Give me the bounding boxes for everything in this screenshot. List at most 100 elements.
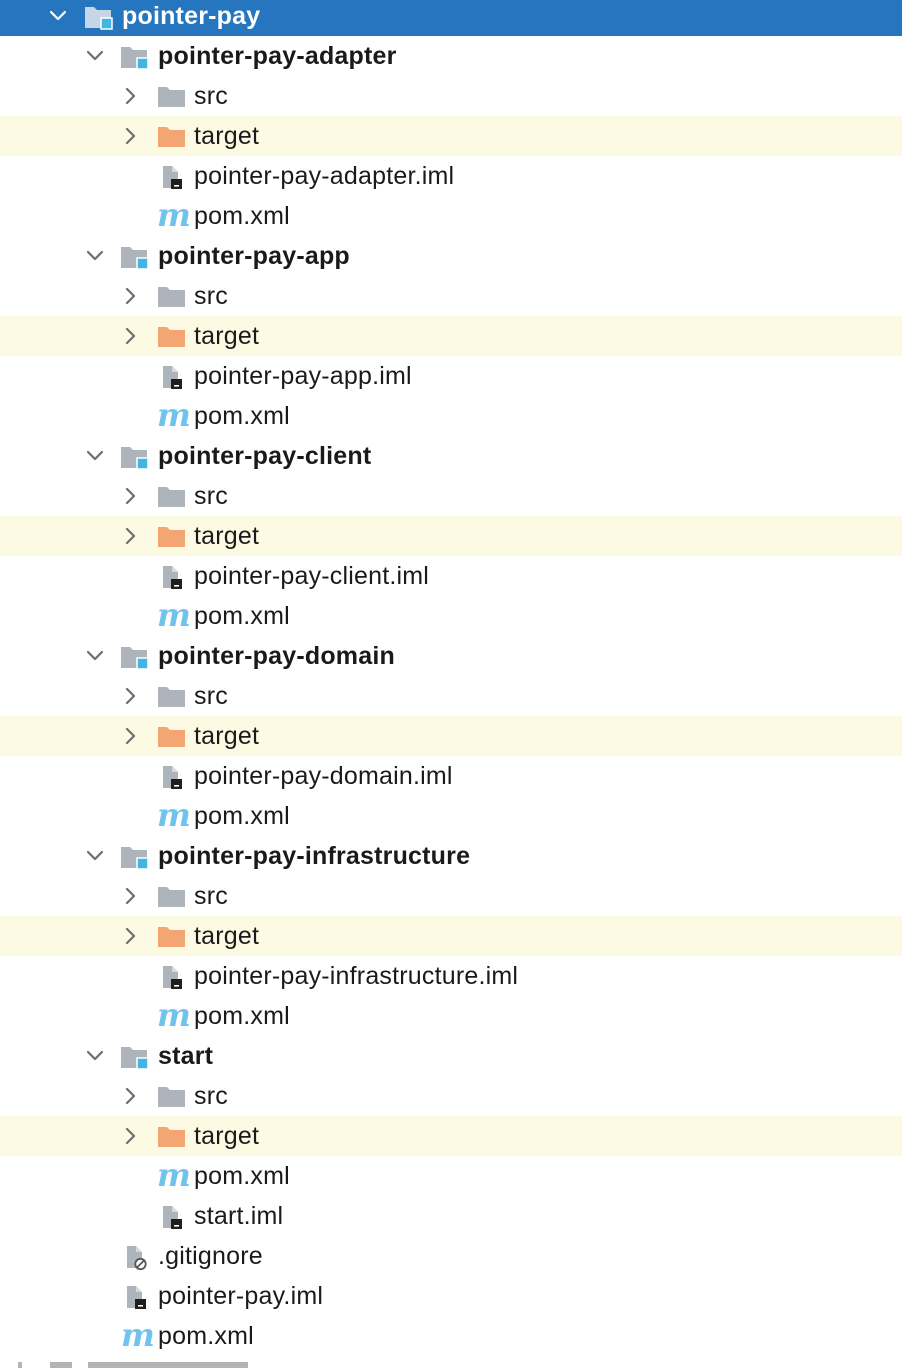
tree-node-module[interactable]: pointer-pay-domain bbox=[0, 636, 902, 676]
chevron-down-icon[interactable] bbox=[85, 246, 105, 266]
tree-node-module[interactable]: pointer-pay-app bbox=[0, 236, 902, 276]
chevron-down-icon[interactable] bbox=[85, 446, 105, 466]
node-label: pointer-pay.iml bbox=[158, 1282, 324, 1310]
tree-node-folder[interactable]: target bbox=[0, 516, 902, 556]
node-label: pom.xml bbox=[158, 1322, 254, 1350]
node-label: pom.xml bbox=[194, 1002, 290, 1030]
node-label: src bbox=[194, 282, 228, 310]
chevron-right-icon[interactable] bbox=[120, 326, 140, 346]
tree-node-folder[interactable]: src bbox=[0, 876, 902, 916]
partial-glyph bbox=[88, 1362, 248, 1368]
node-label: pointer-pay-adapter.iml bbox=[194, 162, 455, 190]
tree-node-file[interactable]: start.iml bbox=[0, 1196, 902, 1236]
tree-node-module[interactable]: start bbox=[0, 1036, 902, 1076]
excluded-folder-icon bbox=[157, 724, 187, 750]
tree-node-folder[interactable]: target bbox=[0, 1116, 902, 1156]
chevron-down-icon[interactable] bbox=[85, 846, 105, 866]
tree-node-module[interactable]: pointer-pay-adapter bbox=[0, 36, 902, 76]
iml-file-icon bbox=[157, 1204, 187, 1230]
maven-icon: m bbox=[157, 596, 191, 634]
chevron-down-icon[interactable] bbox=[48, 6, 68, 26]
tree-node-file[interactable]: pointer-pay-domain.iml bbox=[0, 756, 902, 796]
tree-node-file[interactable]: .gitignore bbox=[0, 1236, 902, 1276]
tree-node-file[interactable]: pointer-pay-client.iml bbox=[0, 556, 902, 596]
node-label: src bbox=[194, 1082, 228, 1110]
tree-node-folder[interactable]: target bbox=[0, 316, 902, 356]
chevron-right-icon[interactable] bbox=[120, 686, 140, 706]
module-folder-icon bbox=[120, 844, 150, 870]
chevron-right-icon[interactable] bbox=[120, 286, 140, 306]
maven-icon: m bbox=[121, 1316, 155, 1354]
chevron-right-icon[interactable] bbox=[120, 126, 140, 146]
node-label: start.iml bbox=[194, 1202, 284, 1230]
maven-icon: m bbox=[157, 1156, 191, 1194]
tree-node-folder[interactable]: target bbox=[0, 716, 902, 756]
chevron-right-icon[interactable] bbox=[120, 886, 140, 906]
chevron-right-icon[interactable] bbox=[120, 486, 140, 506]
tree-node-file[interactable]: pointer-pay.iml bbox=[0, 1276, 902, 1316]
module-folder-icon bbox=[84, 4, 114, 30]
folder-icon bbox=[157, 84, 187, 110]
node-label: pointer-pay-domain.iml bbox=[194, 762, 453, 790]
tree-node-file[interactable]: pointer-pay-adapter.iml bbox=[0, 156, 902, 196]
maven-icon: m bbox=[157, 396, 191, 434]
tree-node-folder[interactable]: target bbox=[0, 916, 902, 956]
iml-file-icon bbox=[157, 564, 187, 590]
node-label: target bbox=[194, 1122, 260, 1150]
tree-node-folder[interactable]: src bbox=[0, 1076, 902, 1116]
excluded-folder-icon bbox=[157, 124, 187, 150]
folder-icon bbox=[157, 1084, 187, 1110]
next-node-partial bbox=[0, 1358, 904, 1368]
module-label: start bbox=[158, 1042, 214, 1070]
iml-file-icon bbox=[157, 364, 187, 390]
partial-glyph bbox=[18, 1362, 22, 1368]
tree-node-root[interactable]: pointer-pay bbox=[0, 0, 902, 36]
maven-icon: m bbox=[157, 196, 191, 234]
module-folder-icon bbox=[120, 1044, 150, 1070]
chevron-right-icon[interactable] bbox=[120, 1086, 140, 1106]
node-label: src bbox=[194, 882, 228, 910]
tree-node-file[interactable]: pointer-pay-infrastructure.iml bbox=[0, 956, 902, 996]
tree-node-folder[interactable]: src bbox=[0, 76, 902, 116]
node-label: pom.xml bbox=[194, 402, 290, 430]
module-folder-icon bbox=[120, 244, 150, 270]
partial-glyph bbox=[50, 1362, 72, 1368]
iml-file-icon bbox=[157, 164, 187, 190]
chevron-down-icon[interactable] bbox=[85, 1046, 105, 1066]
node-label: pom.xml bbox=[194, 602, 290, 630]
tree-node-module[interactable]: pointer-pay-client bbox=[0, 436, 902, 476]
folder-icon bbox=[157, 284, 187, 310]
maven-icon: m bbox=[157, 796, 191, 834]
node-label: target bbox=[194, 922, 260, 950]
maven-icon: m bbox=[157, 996, 191, 1034]
excluded-folder-icon bbox=[157, 924, 187, 950]
tree-node-folder[interactable]: src bbox=[0, 276, 902, 316]
tree-node-folder[interactable]: target bbox=[0, 116, 902, 156]
module-label: pointer-pay-client bbox=[158, 442, 372, 470]
chevron-right-icon[interactable] bbox=[120, 926, 140, 946]
tree-node-module[interactable]: pointer-pay-infrastructure bbox=[0, 836, 902, 876]
chevron-right-icon[interactable] bbox=[120, 526, 140, 546]
tree-node-file[interactable]: pointer-pay-app.iml bbox=[0, 356, 902, 396]
chevron-right-icon[interactable] bbox=[120, 1126, 140, 1146]
tree-node-folder[interactable]: src bbox=[0, 476, 902, 516]
node-label: src bbox=[194, 682, 228, 710]
chevron-down-icon[interactable] bbox=[85, 46, 105, 66]
module-label: pointer-pay-domain bbox=[158, 642, 395, 670]
chevron-right-icon[interactable] bbox=[120, 726, 140, 746]
node-label: src bbox=[194, 82, 228, 110]
tree-node-folder[interactable]: src bbox=[0, 676, 902, 716]
folder-icon bbox=[157, 684, 187, 710]
node-label: target bbox=[194, 322, 260, 350]
module-folder-icon bbox=[120, 444, 150, 470]
chevron-down-icon[interactable] bbox=[85, 646, 105, 666]
chevron-right-icon[interactable] bbox=[120, 86, 140, 106]
